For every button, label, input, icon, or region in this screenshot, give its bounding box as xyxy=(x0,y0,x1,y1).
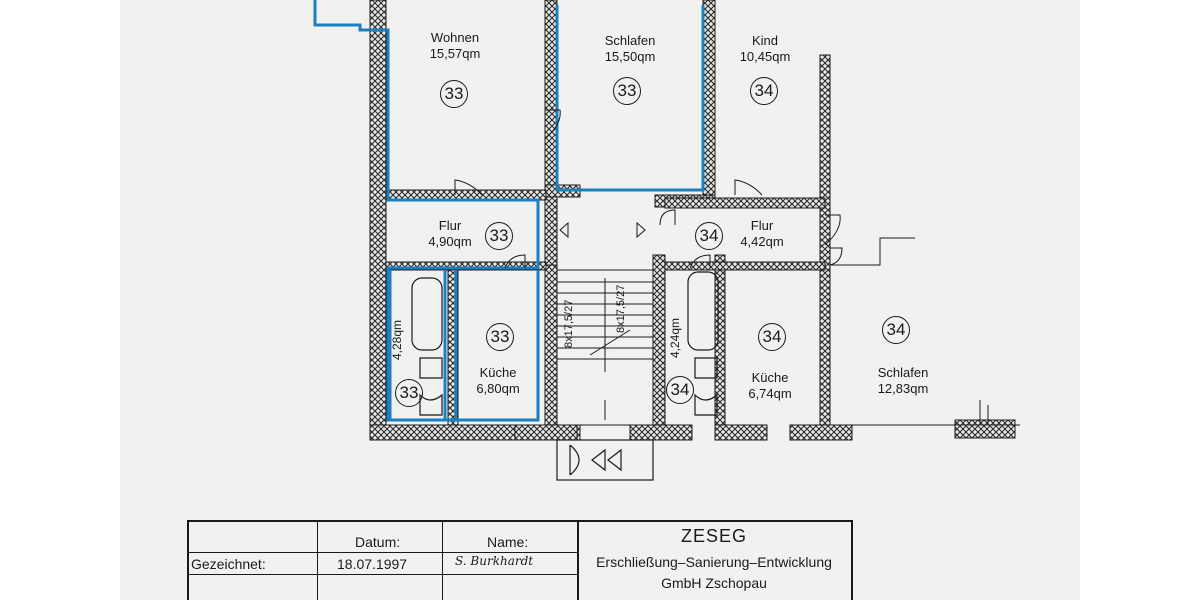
signature: S. Burkhardt xyxy=(455,554,534,568)
room-area: 4,90qm xyxy=(428,234,472,249)
floor-plan-sheet: Wohnen 15,57qm 33 Schlafen 15,50qm 33 Ki… xyxy=(120,0,1080,600)
room-area: 6,74qm xyxy=(748,386,792,401)
wall-schlafen-kind xyxy=(702,0,716,201)
room-name: Schlafen xyxy=(604,33,656,48)
unit-marker: 33 xyxy=(440,80,468,108)
wall-bottom-c xyxy=(714,424,768,441)
room-name: Flur xyxy=(438,218,462,233)
datum-header: Datum: xyxy=(355,534,401,550)
company-name: ZESEG xyxy=(680,526,747,546)
room-area: 10,45qm xyxy=(739,49,791,64)
wall-bottom-b xyxy=(629,424,693,441)
stair-triangle-left xyxy=(559,221,569,239)
right-wing-outline xyxy=(830,400,1020,426)
room-label-wohnen: Wohnen 15,57qm xyxy=(415,30,495,62)
bath-area-left: 4,28qm xyxy=(390,319,404,360)
stair-arrow xyxy=(589,329,631,356)
stair-label-right: 8x17,5/27 xyxy=(615,284,627,333)
bathtub-left xyxy=(411,277,443,351)
wall-bottom-d xyxy=(789,424,853,441)
floor-plan-drawing xyxy=(313,0,1020,481)
room-area: 6,80qm xyxy=(476,381,520,396)
wall-bottom-right xyxy=(954,419,1016,439)
room-label-schlafen-right: Schlafen 12,83qm xyxy=(863,365,943,397)
wall-flur-bottom-right xyxy=(664,261,826,271)
wall-kueche-right-left xyxy=(714,254,726,426)
wall-left-outer xyxy=(369,0,387,441)
wall-bottom-a xyxy=(514,424,578,441)
room-name: Küche xyxy=(751,370,789,385)
sink-right xyxy=(694,393,718,416)
sink-left xyxy=(419,393,443,416)
company-line-1: Erschließung–Sanierung–Entwicklung xyxy=(596,554,832,570)
bathtub-right xyxy=(687,271,719,351)
room-label-flur-left: Flur 4,90qm xyxy=(420,218,480,250)
gezeichnet-label: Gezeichnet: xyxy=(191,556,266,572)
unit-marker: 33 xyxy=(485,222,513,250)
room-name: Küche xyxy=(479,365,517,380)
entrance xyxy=(556,439,654,481)
unit-marker: 33 xyxy=(486,323,514,351)
unit-marker: 34 xyxy=(666,376,694,404)
wall-right-inner xyxy=(819,54,831,426)
doors xyxy=(454,109,915,269)
fixtures xyxy=(411,271,719,416)
unit-marker: 33 xyxy=(395,379,423,407)
unit-marker: 34 xyxy=(758,323,786,351)
room-area: 15,57qm xyxy=(429,46,481,61)
bath-area-right: 4,24qm xyxy=(668,317,682,358)
room-area: 4,42qm xyxy=(740,234,784,249)
room-area: 12,83qm xyxy=(877,381,929,396)
unit-marker: 34 xyxy=(750,77,778,105)
staircase xyxy=(556,221,654,426)
wall-flur-bottom-left xyxy=(385,261,547,271)
unit-marker: 34 xyxy=(882,316,910,344)
wall-kind-bottom xyxy=(664,197,826,209)
stair-label-left: 8x17,5/27 xyxy=(563,299,575,348)
room-name: Kind xyxy=(751,33,779,48)
room-name: Flur xyxy=(750,218,774,233)
toilet-left xyxy=(419,357,443,379)
room-label-kueche-left: Küche 6,80qm xyxy=(468,365,528,397)
title-block: Datum: Name: Gezeichnet: 18.07.1997 S. B… xyxy=(187,520,853,600)
wall-stair-left xyxy=(544,264,558,426)
room-name: Schlafen xyxy=(877,365,929,380)
name-header: Name: xyxy=(487,534,529,550)
room-area: 15,50qm xyxy=(604,49,656,64)
unit-33-outline xyxy=(313,0,705,422)
toilet-right xyxy=(694,357,718,379)
stair-triangle-right xyxy=(636,221,646,239)
room-label-schlafen-left: Schlafen 15,50qm xyxy=(590,33,670,65)
unit-marker: 34 xyxy=(695,222,723,250)
room-label-kueche-right: Küche 6,74qm xyxy=(740,370,800,402)
room-label-flur-right: Flur 4,42qm xyxy=(732,218,792,250)
drawing-date: 18.07.1997 xyxy=(337,556,408,572)
walls xyxy=(369,0,1016,441)
wall-stair-right xyxy=(652,254,666,426)
room-name: Wohnen xyxy=(430,30,480,45)
unit-marker: 33 xyxy=(613,77,641,105)
room-label-kind: Kind 10,45qm xyxy=(725,33,805,65)
company-line-2: GmbH Zschopau xyxy=(661,575,767,591)
